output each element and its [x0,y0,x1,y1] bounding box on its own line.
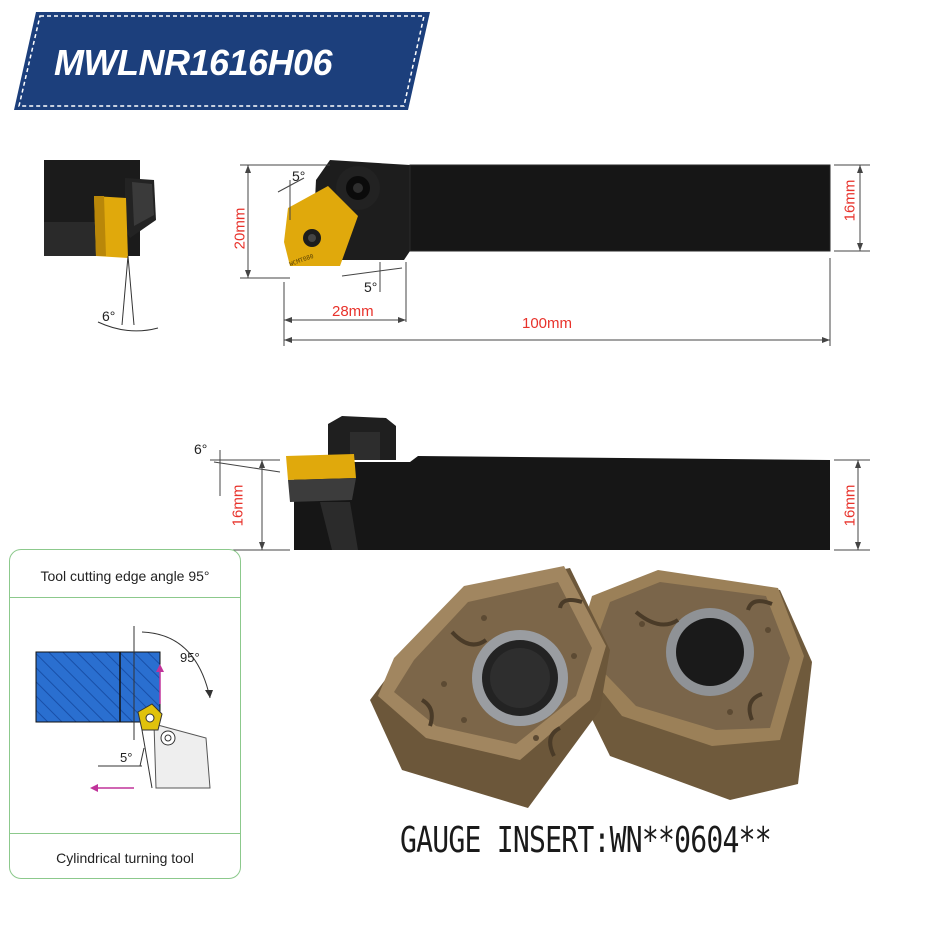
top-view-drawing [240,160,870,346]
info-angle-95: 95° [180,650,200,665]
cutting-diagram [35,626,213,792]
dim-height-20: 20mm [231,207,249,250]
cutting-angle-info-box: Tool cutting edge angle 95° 95° 5° Cylin… [9,549,241,879]
dim-side-16-right: 16mm [841,484,859,527]
info-box-divider-bottom [10,833,240,834]
info-box-footer: Cylindrical turning tool [56,850,194,866]
banner-shape [14,12,430,110]
info-box-divider-top [10,597,240,598]
info-angle-5: 5° [120,750,133,765]
lower-angle-5: 5° [364,279,378,295]
side-view-drawing [210,416,870,551]
dim-side-16-left: 16mm [229,484,247,527]
insert-photo [370,566,812,808]
end-view-angle: 6° [102,308,116,324]
side-angle-6: 6° [194,441,208,457]
product-title: MWLNR1616H06 [54,42,333,83]
end-view-drawing [44,160,159,332]
dim-head-28: 28mm [332,303,374,320]
gauge-insert-caption: GAUGE INSERT:WN**0604** [400,820,772,861]
info-box-title: Tool cutting edge angle 95° [40,568,210,584]
title-banner: MWLNR1616H06 [14,12,430,110]
dim-shank-16-top: 16mm [841,179,859,222]
dim-length-100: 100mm [522,315,573,332]
top-angle-5: 5° [292,168,306,184]
